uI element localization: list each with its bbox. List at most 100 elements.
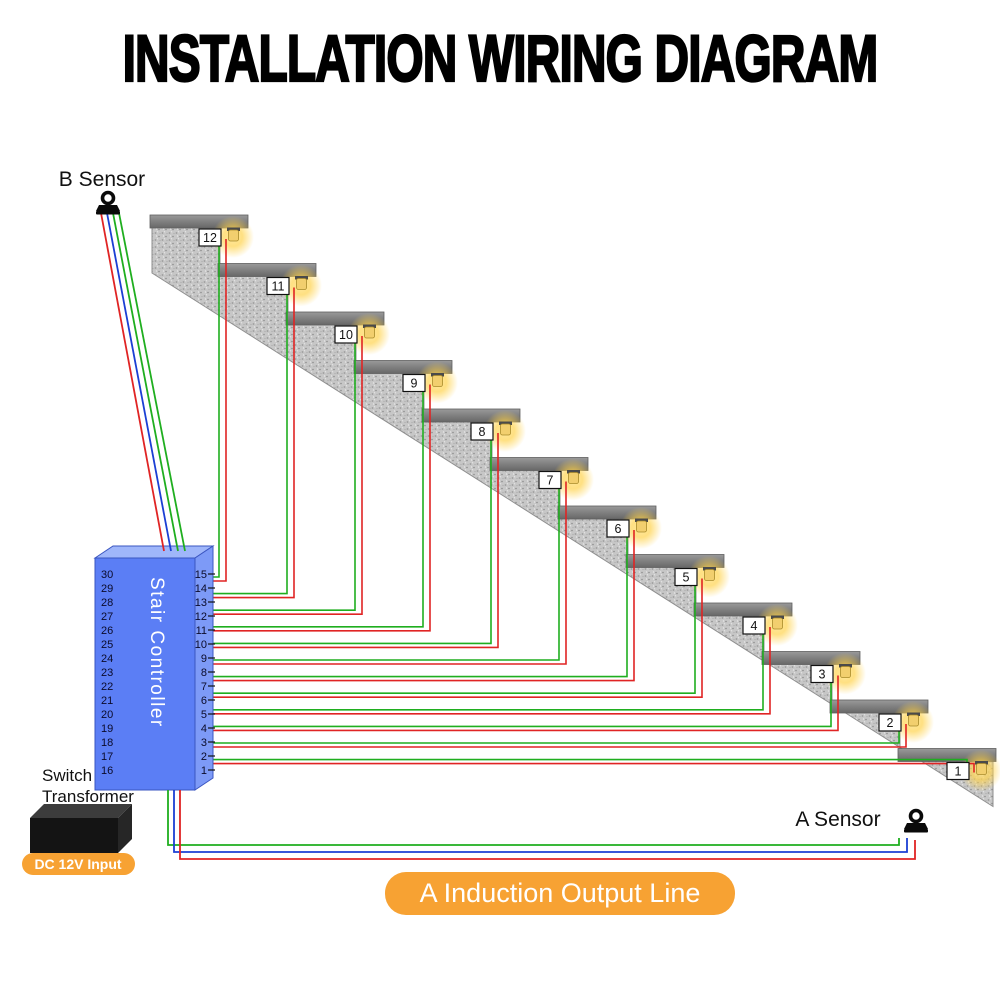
terminal-number-right: 3 xyxy=(201,737,207,749)
step-number: 4 xyxy=(751,619,758,633)
terminal-number-left: 16 xyxy=(101,765,113,777)
terminal-number-right: 9 xyxy=(201,653,207,665)
step-number-box xyxy=(334,325,358,344)
step-number: 5 xyxy=(683,571,690,585)
light-bulb xyxy=(976,763,987,775)
b-sensor-wire xyxy=(118,212,186,552)
controller-front-face xyxy=(94,557,196,791)
step-number: 7 xyxy=(547,474,554,488)
terminal-number-left: 19 xyxy=(101,723,113,735)
terminal-number-right: 5 xyxy=(201,709,207,721)
step-number-box xyxy=(538,470,562,490)
step-number: 3 xyxy=(819,668,826,682)
light-bulb xyxy=(772,617,783,630)
light-mount xyxy=(703,567,716,571)
transformer-side xyxy=(118,804,132,853)
step-number-box xyxy=(606,519,630,538)
light-mount xyxy=(363,324,376,328)
terminal-number-left: 28 xyxy=(101,597,113,609)
terminal-number-left: 27 xyxy=(101,611,113,623)
light-bulb xyxy=(228,229,239,242)
page-title: INSTALLATION WIRING DIAGRAM xyxy=(122,21,879,97)
text-layer: B Sensor A Sensor Switch Transformer DC … xyxy=(22,168,881,915)
wire-green xyxy=(204,530,628,678)
step-number: 10 xyxy=(339,328,353,342)
light-mount xyxy=(499,421,512,425)
wire-green xyxy=(204,433,492,645)
terminal-number-right: 12 xyxy=(195,611,207,623)
step-number: 11 xyxy=(272,280,285,294)
output-line-pill xyxy=(385,872,735,915)
light-bulb xyxy=(908,714,919,727)
wire-green xyxy=(204,287,288,595)
terminal-number-left: 18 xyxy=(101,737,113,749)
wire-green xyxy=(204,336,356,611)
terminal-number-right: 4 xyxy=(201,723,207,735)
dc-input-pill xyxy=(22,853,135,875)
staircase xyxy=(149,214,997,808)
wire-red xyxy=(204,675,839,732)
a-sensor-wire-blue xyxy=(173,790,908,853)
wire-green xyxy=(204,758,968,773)
b-sensor-wire xyxy=(100,212,165,552)
wire-green xyxy=(204,481,560,661)
terminal-number-right: 13 xyxy=(195,597,207,609)
dc-input-label: DC 12V Input xyxy=(34,856,121,872)
wire-red xyxy=(204,762,975,773)
step-number: 8 xyxy=(479,425,486,439)
terminal-number-left: 21 xyxy=(101,695,113,707)
terminal-number-left: 29 xyxy=(101,583,113,595)
controller-top-face xyxy=(93,545,215,559)
terminal-number-left: 17 xyxy=(101,751,113,763)
sensor-wires-layer xyxy=(100,212,916,860)
a-sensor-icon xyxy=(904,829,928,833)
wire-green xyxy=(204,627,764,711)
terminal-number-right: 2 xyxy=(201,751,207,763)
a-sensor-wire-green xyxy=(167,790,900,846)
step-number-box xyxy=(198,228,222,247)
step-number-box xyxy=(946,761,970,781)
b-sensor-icon xyxy=(100,190,116,206)
step-number-box xyxy=(810,664,834,684)
transformer-box xyxy=(30,818,118,853)
a-sensor-label: A Sensor xyxy=(795,808,880,831)
terminal-number-right: 10 xyxy=(195,639,207,651)
terminal-number-right: 7 xyxy=(201,681,207,693)
wire-red xyxy=(204,481,567,665)
terminal-number-left: 25 xyxy=(101,639,113,651)
light-mount xyxy=(907,712,920,716)
extras-layer xyxy=(30,190,928,853)
light-mount xyxy=(431,373,444,377)
wire-green xyxy=(204,578,696,694)
step-number-box xyxy=(402,373,426,393)
transformer-label-line1: Switch xyxy=(42,766,92,785)
step-number-box xyxy=(470,422,494,441)
step-number: 1 xyxy=(955,765,962,779)
terminal-number-right: 14 xyxy=(195,583,207,595)
output-line-label: A Induction Output Line xyxy=(420,878,701,908)
terminal-number-left: 24 xyxy=(101,653,113,665)
b-sensor-icon xyxy=(96,211,120,215)
step-number: 2 xyxy=(887,716,894,730)
terminal-number-right: 8 xyxy=(201,667,207,679)
terminal-number-left: 26 xyxy=(101,625,113,637)
light-bulb xyxy=(636,520,647,533)
a-sensor-icon xyxy=(904,823,928,829)
light-mount xyxy=(295,276,308,280)
step-number: 6 xyxy=(615,522,622,536)
wire-red xyxy=(204,384,431,632)
a-sensor-wire-red xyxy=(179,790,916,860)
wire-red xyxy=(204,287,295,599)
light-bulb xyxy=(364,326,375,339)
terminal-number-left: 20 xyxy=(101,709,113,721)
terminal-number-left: 22 xyxy=(101,681,113,693)
step-number-box xyxy=(674,567,698,587)
b-sensor-wire xyxy=(106,212,172,552)
terminal-number-right: 1 xyxy=(201,765,207,777)
b-sensor-label: B Sensor xyxy=(59,168,145,191)
light-bulb xyxy=(840,666,851,678)
transformer-top xyxy=(30,804,132,818)
terminal-number-left: 30 xyxy=(101,569,113,581)
b-sensor-icon xyxy=(96,205,120,211)
